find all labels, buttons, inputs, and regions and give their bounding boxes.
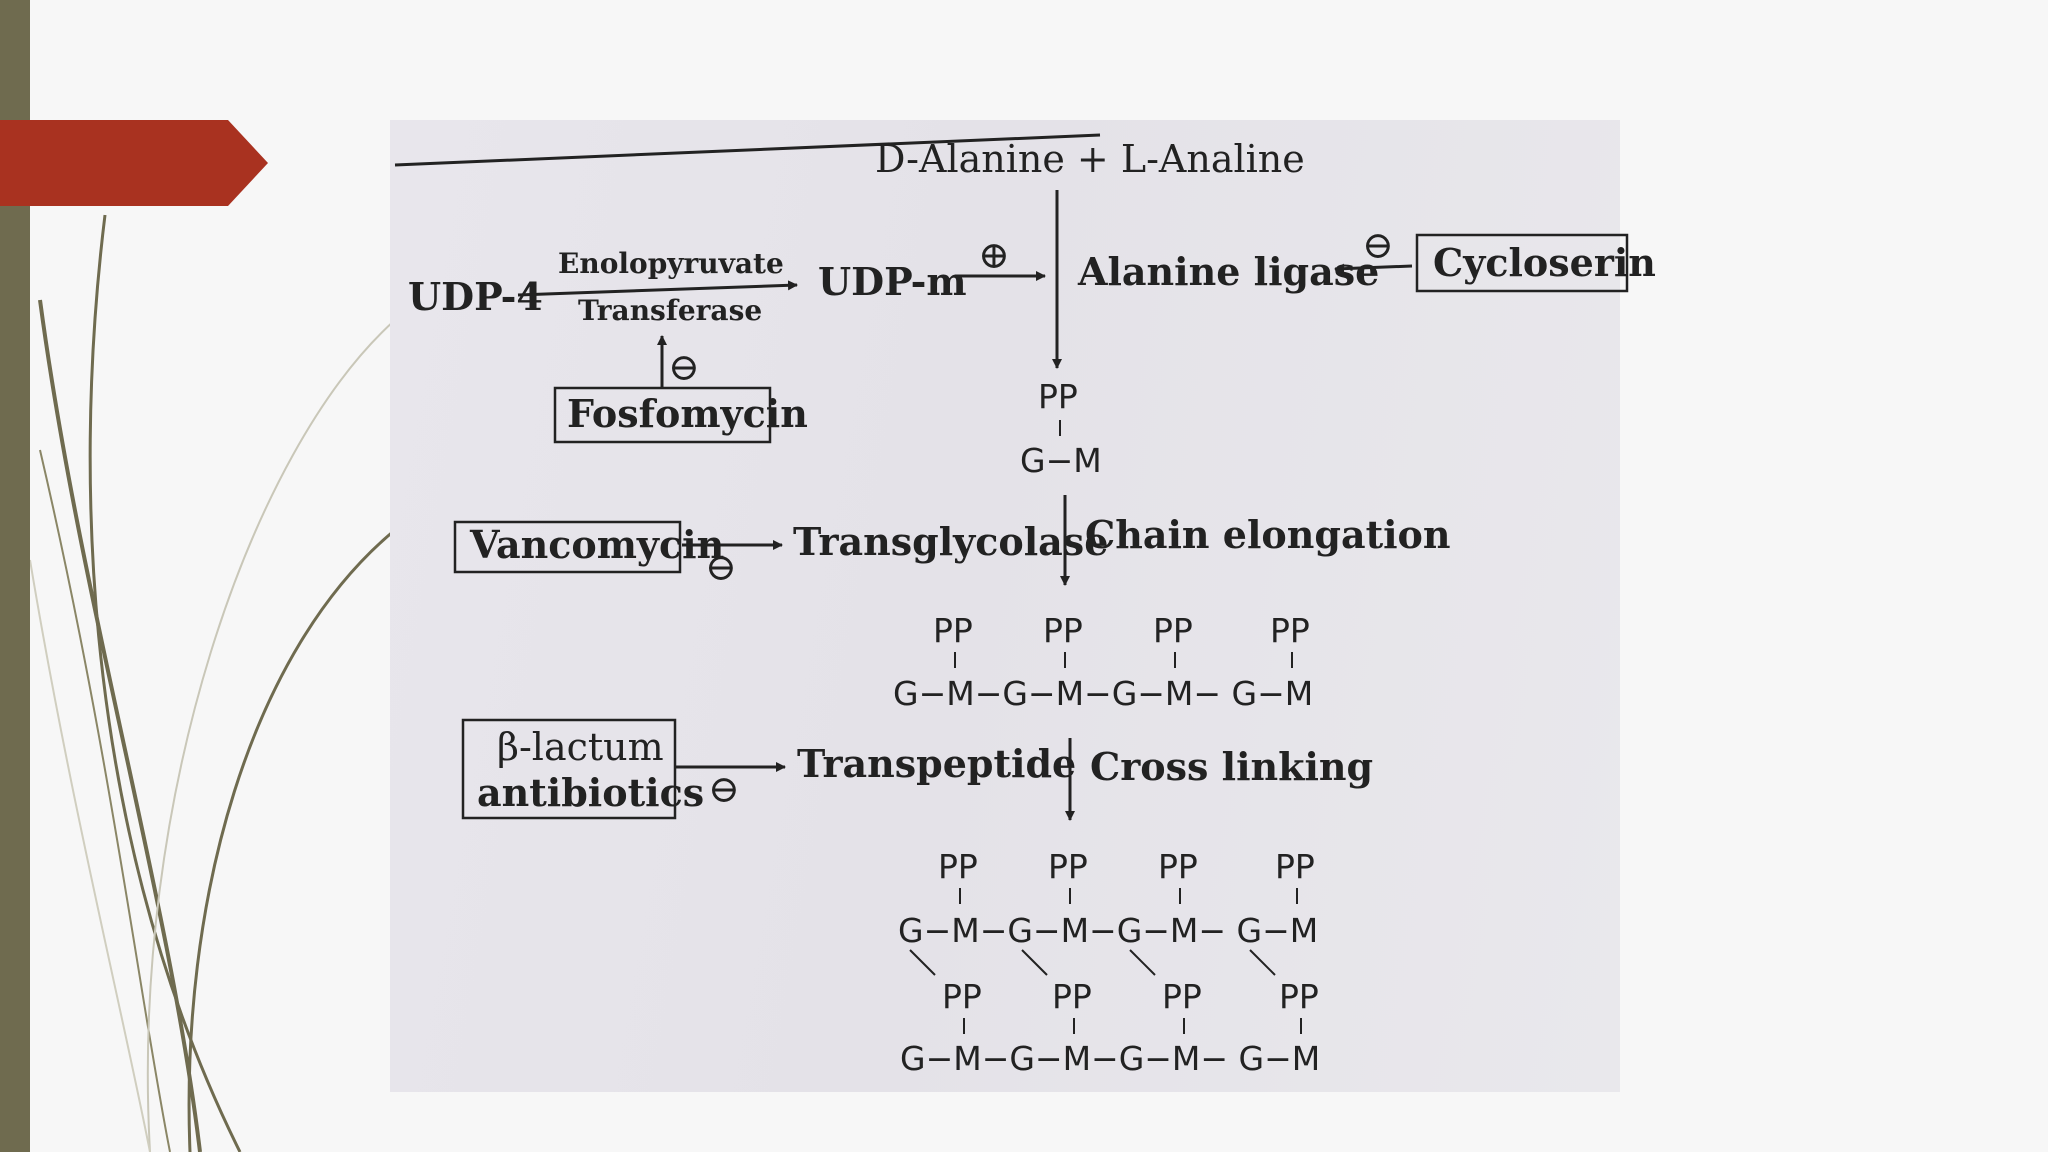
beta-lactam-line2: antibiotics bbox=[477, 770, 704, 815]
glycan-chain: G−M−G−M−G−M− G−M bbox=[898, 911, 1318, 950]
chain-elongated: PP PP PP PP G−M−G−M−G−M− G−M bbox=[893, 611, 1313, 713]
cross-link bbox=[1249, 949, 1276, 976]
glycan-chain: G−M−G−M−G−M− G−M bbox=[900, 1039, 1320, 1078]
fosfomycin-box bbox=[553, 386, 772, 444]
pp-label: PP bbox=[1153, 611, 1193, 650]
cross-link bbox=[909, 949, 936, 976]
enzyme1-top: Enolopyruvate bbox=[558, 247, 784, 280]
vancomycin-minus: ⊖ bbox=[705, 545, 737, 589]
cycloserine-box bbox=[1415, 233, 1629, 293]
fosfomycin-label: Fosfomycin bbox=[567, 391, 808, 436]
decorative-curve bbox=[38, 299, 202, 1152]
pp-label: PP bbox=[938, 847, 978, 886]
pp-label: PP bbox=[1279, 977, 1319, 1016]
chain-elongation-label: Chain elongation bbox=[1085, 512, 1451, 557]
pp-label: PP bbox=[933, 611, 973, 650]
transpeptide-label: Transpeptide bbox=[797, 741, 1076, 786]
top-rule bbox=[394, 133, 1101, 167]
substrates-label: D-Alanine + L-Analine bbox=[875, 137, 1305, 181]
enzyme1-bottom: Transferase bbox=[578, 294, 762, 327]
udp4-label: UDP-4 bbox=[408, 274, 543, 319]
cycloserine-minus: ⊖ bbox=[1362, 223, 1394, 267]
plus-sign: ⊕ bbox=[978, 233, 1010, 277]
beta-lactam-minus: ⊖ bbox=[708, 767, 740, 811]
pp-label: PP bbox=[1038, 377, 1078, 416]
pp-label: PP bbox=[1158, 847, 1198, 886]
chain-crosslinked-upper: PP PP PP PP G−M−G−M−G−M− G−M bbox=[898, 847, 1318, 950]
cycloserine-arrow bbox=[1334, 263, 1413, 274]
glycan-chain: G−M−G−M−G−M− G−M bbox=[893, 674, 1313, 713]
vancomycin-label: Vancomycin bbox=[469, 522, 724, 567]
udpm-label: UDP-m bbox=[818, 259, 967, 304]
beta-lactam-box bbox=[461, 718, 677, 820]
title-tab bbox=[0, 120, 268, 206]
ligase-label: Alanine ligase bbox=[1077, 249, 1379, 294]
pp-label: PP bbox=[1162, 977, 1202, 1016]
pp-label: PP bbox=[1043, 611, 1083, 650]
cross-linking-label: Cross linking bbox=[1090, 744, 1373, 789]
decorative-curve bbox=[29, 559, 151, 1152]
pp-label: PP bbox=[1048, 847, 1088, 886]
cross-link bbox=[1021, 949, 1048, 976]
decorative-curve bbox=[187, 528, 396, 1152]
cross-link bbox=[1129, 949, 1156, 976]
pp-label: PP bbox=[1270, 611, 1310, 650]
vancomycin-box bbox=[453, 520, 682, 574]
decorative-curve bbox=[146, 319, 396, 1152]
pp-label: PP bbox=[1275, 847, 1315, 886]
enzyme-arrow bbox=[517, 280, 798, 297]
pp-label: PP bbox=[942, 977, 982, 1016]
decorative-curve bbox=[39, 449, 171, 1152]
fosfomycin-minus: ⊖ bbox=[668, 345, 700, 389]
cycloserine-label: Cycloserin bbox=[1433, 240, 1656, 285]
decorative-curve bbox=[88, 214, 242, 1152]
pp-label: PP bbox=[1052, 977, 1092, 1016]
gm-label: G−M bbox=[1020, 441, 1102, 480]
beta-lactam-line1: β-lactum bbox=[497, 725, 664, 769]
chain-crosslinked-lower: PP PP PP PP G−M−G−M−G−M− G−M bbox=[900, 977, 1320, 1078]
transglycolase-label: Transglycolase bbox=[793, 519, 1108, 564]
diagram-photo bbox=[390, 120, 1620, 1092]
